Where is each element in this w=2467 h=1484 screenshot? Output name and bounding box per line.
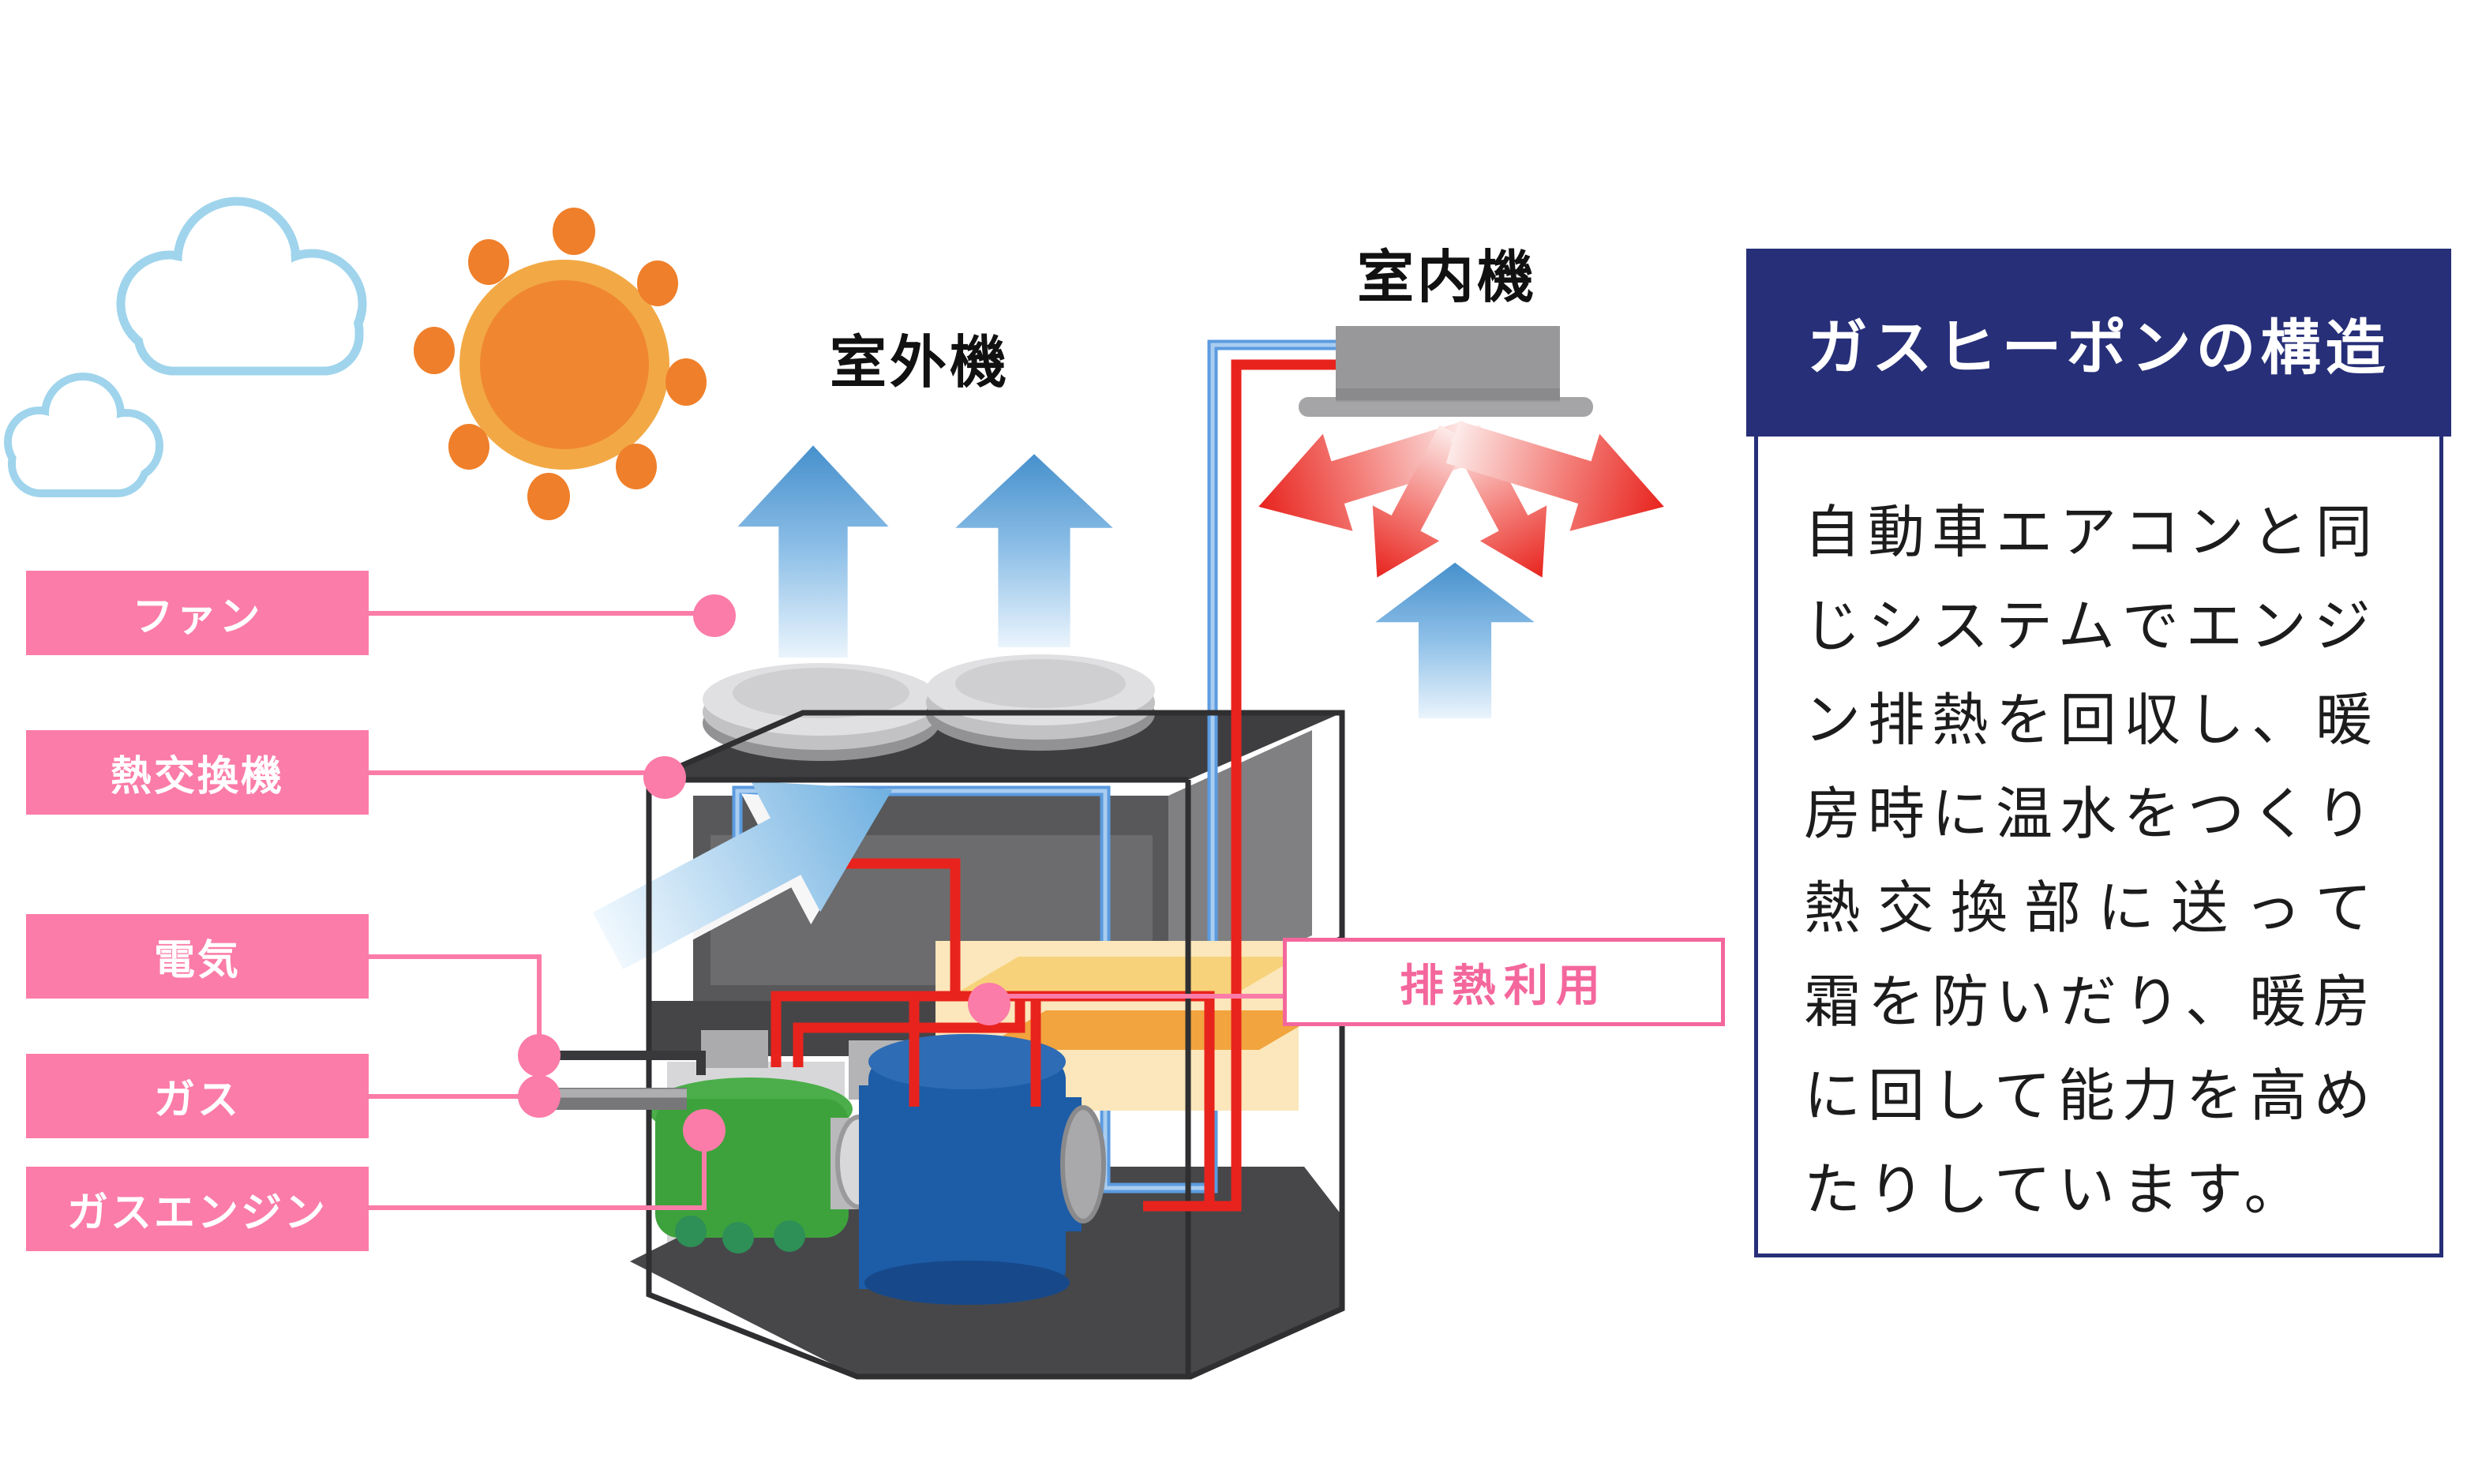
power-cable [539,1051,706,1075]
exhaust-air-arrow-icon [737,445,889,658]
callout-gas-engine: ガスエンジン [26,1167,369,1251]
panel-body-line: 房時に温水をつくり [1804,781,2380,847]
panel-body-line: 自動車エアコンと同 [1804,499,2380,565]
explanation-panel: ガスヒーポンの構造 自動車エアコンと同 じシステムでエンジ ン排熱を回収し、暖 … [1746,249,2451,1257]
panel-body-line: に回して能力を高め [1804,1062,2378,1129]
callout-fan: ファン [26,571,369,655]
panel-header: ガスヒーポンの構造 [1746,249,2451,437]
callout-exhaust-heat-use: 排熱利用 [1283,938,1725,1026]
fan-disc [926,654,1155,751]
panel-title: ガスヒーポンの構造 [1807,313,2390,383]
panel-body-line: じシステムでエンジ [1804,593,2378,659]
outdoor-unit-label: 室外機 [829,329,1010,395]
coolant-pipe-red [909,999,1041,1107]
refrigerant-pipe-blue [732,339,1337,1194]
indoor-unit-illustration [1143,326,1679,1212]
compressor [859,1034,1106,1305]
cloud-icon [116,197,367,376]
panel-body-line: 熱交換部に送って [1804,875,2389,941]
warm-air-arrow-icon [1243,393,1679,596]
unit-frame [646,710,1345,1380]
cloud-icon-small [4,373,163,497]
panel-body-line: 霜を防いだり、暖房 [1804,969,2378,1035]
hot-water-pipe-red [1143,359,1337,1212]
exhaust-air-arrow-icon [955,454,1113,647]
indoor-unit-label: 室内機 [1356,244,1537,310]
return-air-arrow-icon [1375,562,1535,718]
panel-body: 自動車エアコンと同 じシステムでエンジ ン排熱を回収し、暖 房時に温水をつくり … [1754,437,2443,1257]
callout-gas: ガス [26,1054,369,1138]
callout-heat-exchanger: 熱交換機 [26,730,369,815]
callout-electricity: 電気 [26,914,369,999]
sun-icon [414,208,707,520]
outdoor-unit-illustration [539,339,1345,1380]
panel-body-line: ン排熱を回収し、暖 [1804,687,2380,753]
panel-body-line: たりしています。 [1804,1156,2308,1223]
callout-connectors [369,611,1285,1210]
callout-dots [518,594,1010,1152]
gas-pipe [539,1088,687,1110]
